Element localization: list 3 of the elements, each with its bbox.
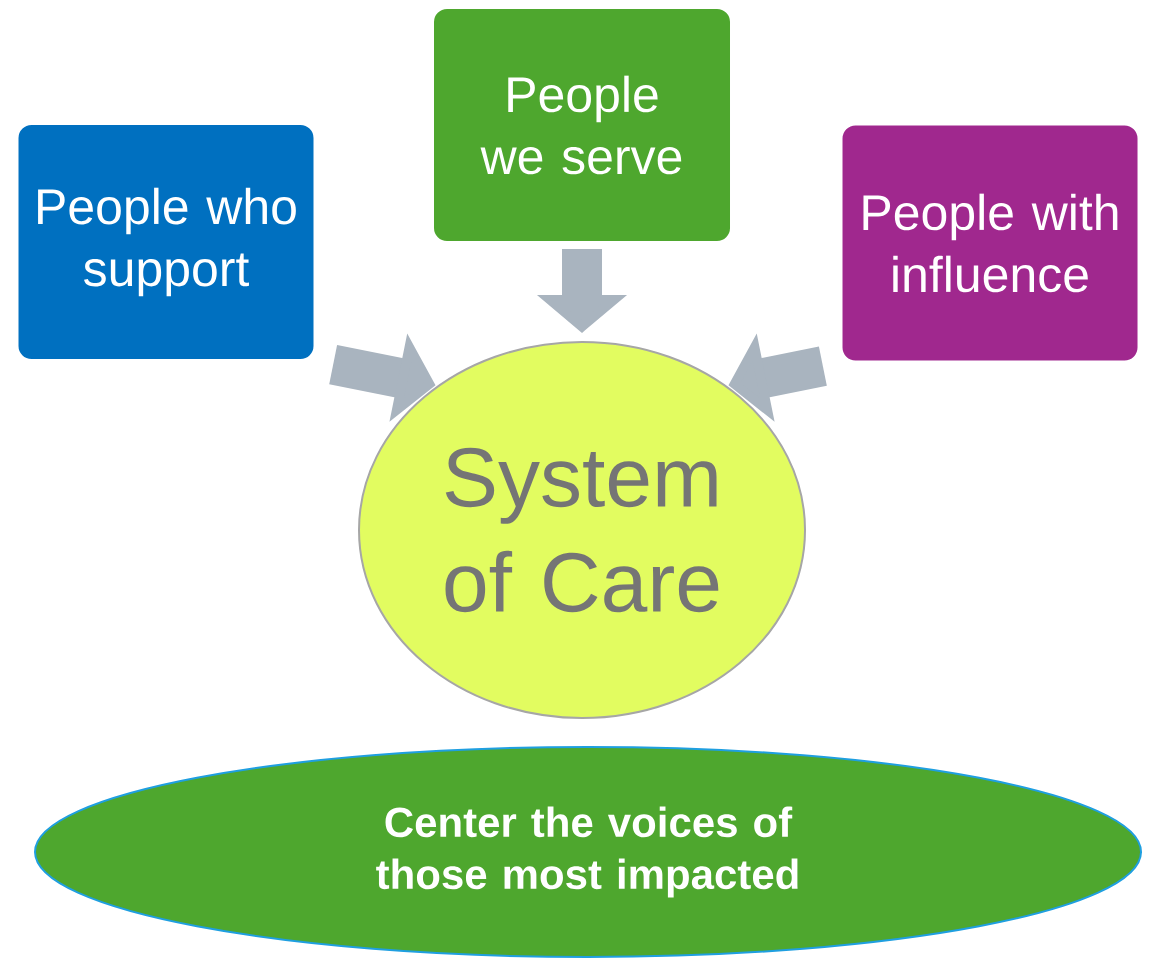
people-box: People with influence (840, 123, 1140, 363)
people-box: People who support (16, 123, 316, 361)
people-box: People we serve (432, 7, 732, 243)
